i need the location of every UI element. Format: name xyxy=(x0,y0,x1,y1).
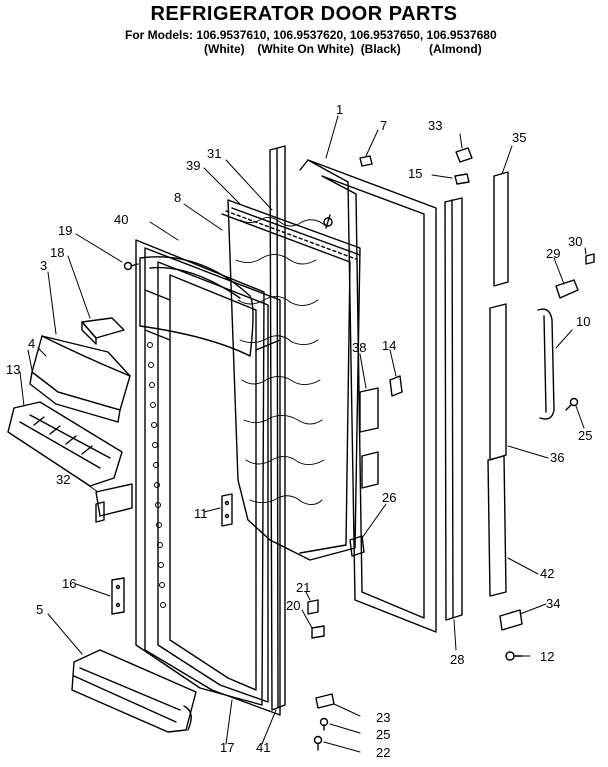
screw-12 xyxy=(505,651,523,661)
callout-34: 34 xyxy=(546,596,560,611)
variant-white-on-white: (White On White) xyxy=(257,42,354,56)
callout-8: 8 xyxy=(174,190,181,205)
callout-11: 11 xyxy=(194,506,208,521)
part-15 xyxy=(454,173,470,185)
part-23 xyxy=(315,693,335,709)
part-trim-strip xyxy=(269,145,286,711)
part-trim-35 xyxy=(493,171,509,287)
part-outer-door-panel xyxy=(299,159,437,633)
callout-10: 10 xyxy=(576,314,590,329)
callout-33: 33 xyxy=(428,118,442,133)
part-trim-36 xyxy=(489,303,507,461)
callout-4: 4 xyxy=(28,336,35,351)
callout-32: 32 xyxy=(56,472,70,487)
callout-38: 38 xyxy=(352,340,366,355)
variant-white: (White) xyxy=(204,42,245,56)
part-gasket xyxy=(221,207,361,554)
callout-40: 40 xyxy=(114,212,128,227)
part-bottom-bin xyxy=(71,649,197,733)
callout-31: 31 xyxy=(207,146,221,161)
part-29 xyxy=(555,279,579,299)
screw-25-right xyxy=(565,397,579,411)
callout-7: 7 xyxy=(380,118,387,133)
diagram-title: REFRIGERATOR DOOR PARTS xyxy=(150,3,458,25)
part-bracket-11 xyxy=(221,493,233,527)
part-trim-42 xyxy=(487,455,507,597)
part-bracket-32 xyxy=(95,483,133,523)
callout-16: 16 xyxy=(62,576,76,591)
part-33 xyxy=(455,147,473,163)
part-7 xyxy=(359,155,373,167)
callout-28: 28 xyxy=(450,652,464,667)
callout-21: 21 xyxy=(296,580,310,595)
callout-5: 5 xyxy=(36,602,43,617)
variant-almond: (Almond) xyxy=(429,42,482,56)
callout-36: 36 xyxy=(550,450,564,465)
part-door-frame xyxy=(135,239,265,706)
callout-41: 41 xyxy=(256,740,270,755)
part-30 xyxy=(585,253,595,265)
part-34 xyxy=(499,609,523,631)
callout-22: 22 xyxy=(376,745,390,760)
part-dairy-cover xyxy=(81,317,125,345)
callout-labels: 1 7 33 35 15 31 39 8 40 19 18 3 30 29 10… xyxy=(6,102,592,760)
callout-19: 19 xyxy=(58,223,72,238)
screw-22 xyxy=(313,735,323,751)
part-dairy-door xyxy=(29,335,131,423)
screw-19 xyxy=(123,261,139,271)
callout-13: 13 xyxy=(6,362,20,377)
part-door-shelf-bin xyxy=(7,401,123,487)
callout-35: 35 xyxy=(512,130,526,145)
leader-lines xyxy=(19,115,587,753)
part-door-liner xyxy=(144,247,281,716)
callout-17: 17 xyxy=(220,740,234,755)
part-21 xyxy=(307,599,319,615)
screw-25-bottom xyxy=(319,717,329,731)
callout-25-bottom: 25 xyxy=(376,727,390,742)
callout-18: 18 xyxy=(50,245,64,260)
part-handle xyxy=(537,308,555,420)
callout-39: 39 xyxy=(186,158,200,173)
models-line: For Models: 106.9537610, 106.9537620, 10… xyxy=(125,28,497,42)
variant-black: (Black) xyxy=(360,42,401,56)
callout-42: 42 xyxy=(540,566,554,581)
callout-30: 30 xyxy=(568,234,582,249)
part-channel-28 xyxy=(444,197,463,621)
callout-14: 14 xyxy=(382,338,396,353)
part-module-38 xyxy=(359,387,379,489)
callout-23: 23 xyxy=(376,710,390,725)
callout-15: 15 xyxy=(408,166,422,181)
callout-1: 1 xyxy=(336,102,343,117)
callout-3: 3 xyxy=(40,258,47,273)
callout-25-right: 25 xyxy=(578,428,592,443)
callout-29: 29 xyxy=(546,246,560,261)
part-insulation-liner xyxy=(227,199,361,561)
callout-20: 20 xyxy=(286,598,300,613)
part-26 xyxy=(349,535,365,557)
model-variants: (White) (White On White) (Black) (Almond… xyxy=(204,42,482,56)
part-clip-14 xyxy=(389,375,403,397)
part-bracket-16 xyxy=(111,577,125,615)
callout-26: 26 xyxy=(382,490,396,505)
callout-12: 12 xyxy=(540,649,554,664)
part-20 xyxy=(311,625,325,639)
